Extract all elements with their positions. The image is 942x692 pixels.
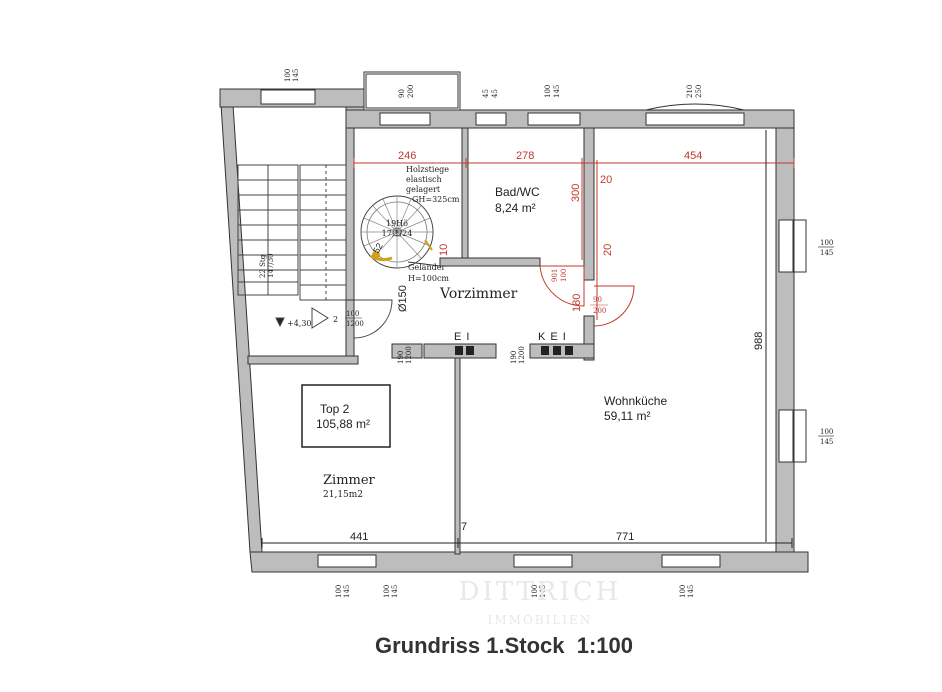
door-mid-2-b: 1200 [518,346,526,364]
level-marker: +4,30 [287,319,312,328]
win-top-4-a: 100 [544,85,552,98]
wohnkueche-area: 59,11 m² [604,409,650,423]
zimmer-area: 21,15m2 [323,490,363,500]
watermark-line-1: DITTRICH [459,577,622,607]
door-label-wk-a: 90 [593,296,602,304]
interior-walls [247,127,595,555]
main-steps-b: 147/30 [267,253,275,278]
stair-material-3: gelagert [406,185,441,194]
right-wall [775,127,795,555]
stair-material-2: elastisch [406,175,442,184]
win-top-3-b: 45 [491,89,499,98]
bad-area: 8,24 m² [495,201,536,215]
label-e-i: E I [454,331,470,343]
stair-steps: 17,1/24 [382,229,413,238]
dim-246: 246 [398,150,416,162]
railing-1: Geländer [408,263,445,272]
dim-7: 7 [461,521,467,533]
stair-material-1: Holzstiege [406,165,449,174]
plan-title: Grundriss 1.Stock 1:100 [375,633,633,658]
dim-441: 441 [350,531,368,543]
win-top-2-b: 200 [407,85,415,98]
top2-name: Top 2 [320,402,350,416]
win-right-2-a: 100 [820,428,833,436]
spiral-diameter: Ø150 [397,285,409,312]
win-top-3-a: 45 [482,89,490,98]
win-top-2-a: 90 [398,89,406,98]
dim-988: 988 [753,332,765,350]
wohnkueche-name: Wohnküche [604,394,667,408]
win-bot-3-a: 100 [531,585,539,598]
outer-walls [219,88,809,573]
door-label-wk-b: 200 [593,307,606,315]
dim-20a: 20 [600,174,612,186]
stair-rise: 19Hö [386,219,408,228]
win-top-1-b: 145 [292,69,300,82]
dim-454: 454 [684,150,702,162]
label-k-e-i: K E I [538,331,567,343]
dim-180: 180 [571,294,583,312]
top2-box [301,384,391,448]
win-bot-1-a: 100 [335,585,343,598]
win-top-4-b: 145 [553,85,561,98]
stair-marker-52: 52 [371,241,385,255]
door-mid-2-a: 190 [510,351,518,364]
main-staircase [237,164,347,329]
spiral-stair [360,195,520,269]
win-right-1-b: 145 [820,249,833,257]
stair-gh: GH=325cm [412,195,460,204]
door-label-hall-a: 100 [346,310,359,318]
dim-10: 10 [438,244,450,256]
dim-278: 278 [516,150,534,162]
dim-20b: 20 [602,244,614,256]
door-bad-b: 100 [560,269,568,282]
win-bot-3-b: 145 [539,585,547,598]
win-bot-1-b: 145 [343,585,351,598]
vorzimmer-name: Vorzimmer [439,286,518,302]
main-steps-a: 22 Stg [259,254,267,278]
door-mid-1-b: 1200 [405,346,413,364]
win-bot-4-a: 100 [679,585,687,598]
win-bot-4-b: 145 [687,585,695,598]
win-bot-2-b: 145 [391,585,399,598]
door-mid-1-a: 190 [397,351,405,364]
watermark-line-2: IMMOBILIEN [488,613,593,627]
electrical-symbols [455,346,573,355]
win-right-1-a: 100 [820,239,833,247]
dim-771: 771 [616,531,634,543]
top2-area: 105,88 m² [316,417,370,431]
dimension-lines [353,158,795,320]
zimmer-name: Zimmer [323,473,376,488]
bad-name: Bad/WC [495,185,540,199]
landing-number: 2 [333,315,338,324]
left-wall [219,88,263,553]
doors [353,265,635,339]
door-bad-a: 901 [551,269,559,282]
railing-2: H=100cm [408,274,449,283]
win-top-5-b: 250 [695,85,703,98]
balcony-box [363,71,461,111]
door-label-hall-b: 1200 [346,320,364,328]
win-bot-2-a: 100 [383,585,391,598]
win-right-2-b: 145 [820,438,833,446]
win-top-5-a: 210 [686,85,694,98]
win-top-1-a: 100 [284,69,292,82]
dim-300: 300 [570,184,582,202]
